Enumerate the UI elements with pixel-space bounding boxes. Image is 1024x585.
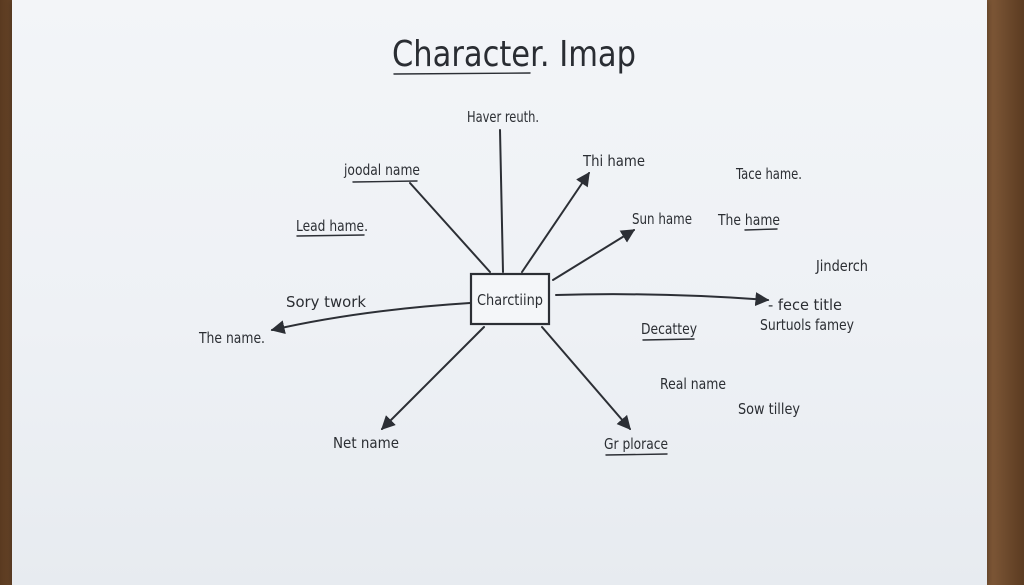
label-the-name: The name.: [198, 329, 265, 347]
lead-hame-underline: [296, 234, 365, 237]
label-tace-hame: Tace hame.: [735, 165, 802, 183]
arrow-to-the-name: [270, 302, 471, 335]
center-node-label: Charctiinp: [477, 291, 543, 309]
label-gr-plorace: Gr plorace: [604, 435, 668, 453]
label-sun-hame: Sun hame: [632, 210, 692, 228]
label-haver-reuth: Haver reuth.: [467, 108, 539, 126]
label-jinderch: Jinderch: [815, 257, 868, 275]
label-the-hame: The hame: [717, 211, 780, 229]
label-fece-title: - fece title: [768, 296, 842, 314]
label-real-name: Real name: [660, 375, 726, 393]
the-hame-underline: [744, 228, 778, 231]
line-to-haver-reuth: [499, 129, 504, 273]
label-decattey: Decattey: [641, 320, 697, 338]
label-lead-hame: Lead hame.: [296, 217, 368, 235]
label-surtuols-famey: Surtuols famey: [760, 316, 854, 334]
arrow-to-thi-hame: [521, 171, 590, 273]
joodal-name-underline: [352, 180, 418, 183]
gr-plorace-underline: [605, 453, 668, 456]
arrow-to-net-name: [381, 326, 485, 430]
title-underline: [393, 72, 531, 75]
arrow-to-fece-title: [555, 292, 770, 307]
label-sory-twork: Sory twork: [286, 293, 366, 311]
label-net-name: Net name: [333, 434, 399, 452]
label-thi-hame: Thi hame: [582, 152, 645, 170]
diagram-title: Character. Imap: [392, 34, 636, 75]
arrow-to-sun-hame: [552, 229, 636, 281]
line-to-joodal-name: [409, 182, 491, 273]
decattey-underline: [642, 338, 695, 341]
label-sow-tilley: Sow tilley: [738, 400, 800, 418]
label-joodal-name: joodal name: [343, 161, 420, 179]
center-node-box: [469, 272, 551, 326]
arrow-to-gr-plorace: [541, 326, 631, 431]
